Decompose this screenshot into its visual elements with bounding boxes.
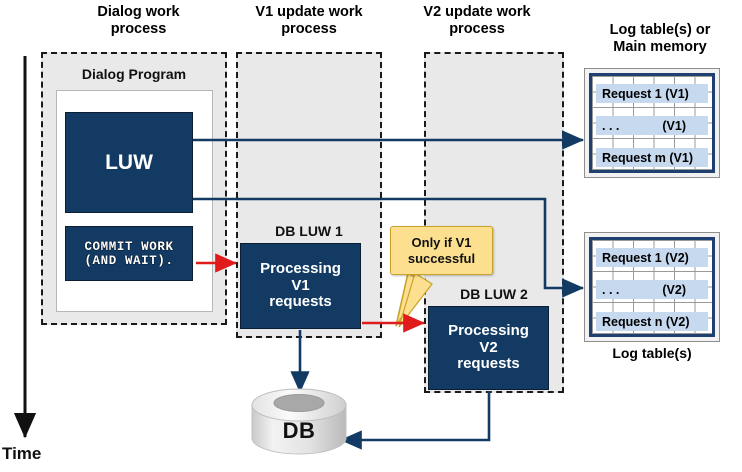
- dialog-program-label: Dialog Program: [81, 66, 187, 82]
- v1-log-row: . . . (V1): [596, 116, 708, 135]
- v2-log-row-1-left: Request 1 (V2): [602, 250, 689, 265]
- v2-log-table: Request 1 (V2) . . . (V2) Request n (V2): [584, 232, 720, 342]
- processing-v1-line1: Processing: [260, 259, 341, 277]
- db-luw-1-label: DB LUW 1: [275, 223, 343, 239]
- only-if-v1-successful-callout: Only if V1 successful: [390, 226, 493, 275]
- v2-log-row-3-left: Request n (V2): [602, 314, 690, 329]
- commit-work-line1: COMMIT WORK: [84, 239, 174, 254]
- v1-log-row-3-left: Request m (V1): [602, 150, 693, 165]
- v1-log-row-2-left: . . .: [602, 118, 620, 133]
- header-v2-update-work-process: V2 update work process: [392, 4, 562, 38]
- header-dialog-work-process: Dialog work process: [46, 4, 231, 38]
- db-luw-2-label: DB LUW 2: [460, 286, 528, 302]
- header-v2-line1: V2 update work: [423, 4, 531, 20]
- header-v1-line1: V1 update work: [255, 4, 363, 20]
- processing-v1-requests-box: Processing V1 requests: [240, 243, 361, 329]
- processing-v2-line1: Processing: [448, 321, 529, 339]
- header-dialog-line1: Dialog work: [97, 4, 180, 20]
- v2-log-row: Request n (V2): [596, 312, 708, 331]
- commit-work-line2: (AND WAIT).: [84, 253, 174, 268]
- luw-label: LUW: [105, 150, 153, 174]
- header-log-tables-main-memory: Log table(s) or Main memory: [580, 22, 740, 56]
- processing-v1-line3: requests: [269, 293, 332, 311]
- v1-log-table-frame: Request 1 (V1) . . . (V1) Request m (V1): [589, 73, 715, 173]
- luw-box: LUW: [65, 112, 193, 213]
- header-log-line1: Log table(s) or: [609, 22, 711, 38]
- callout-line1: Only if V1: [411, 234, 472, 250]
- v1-log-row: Request 1 (V1): [596, 84, 708, 103]
- v2-log-table-caption: Log table(s): [612, 345, 692, 361]
- header-dialog-line2: process: [110, 21, 167, 38]
- v1-log-row: Request m (V1): [596, 148, 708, 167]
- v2-log-row: . . . (V2): [596, 280, 708, 299]
- database-label: DB: [282, 418, 316, 443]
- callout-line2: successful: [407, 250, 476, 266]
- commit-work-box: COMMIT WORK (AND WAIT).: [65, 226, 193, 281]
- v2-log-table-frame: Request 1 (V2) . . . (V2) Request n (V2): [589, 237, 715, 337]
- header-v2-line2: process: [449, 21, 505, 38]
- v2-log-row: Request 1 (V2): [596, 248, 708, 267]
- v2-log-row-2-right: (V2): [662, 282, 686, 297]
- processing-v2-requests-box: Processing V2 requests: [428, 306, 549, 390]
- arrow-v2-to-db: [339, 391, 491, 450]
- v1-log-row-1-left: Request 1 (V1): [602, 86, 689, 101]
- processing-v2-line2: V2: [479, 338, 498, 356]
- header-log-line2: Main memory: [613, 39, 707, 56]
- v2-log-row-2-left: . . .: [602, 282, 620, 297]
- time-axis-label: Time: [2, 444, 42, 463]
- header-v1-line2: process: [281, 21, 337, 38]
- header-v1-update-work-process: V1 update work process: [224, 4, 394, 38]
- processing-v1-line2: V1: [291, 276, 310, 294]
- v1-log-table: Request 1 (V1) . . . (V1) Request m (V1): [584, 68, 720, 178]
- v1-log-row-2-right: (V1): [662, 118, 686, 133]
- processing-v2-line3: requests: [457, 355, 520, 373]
